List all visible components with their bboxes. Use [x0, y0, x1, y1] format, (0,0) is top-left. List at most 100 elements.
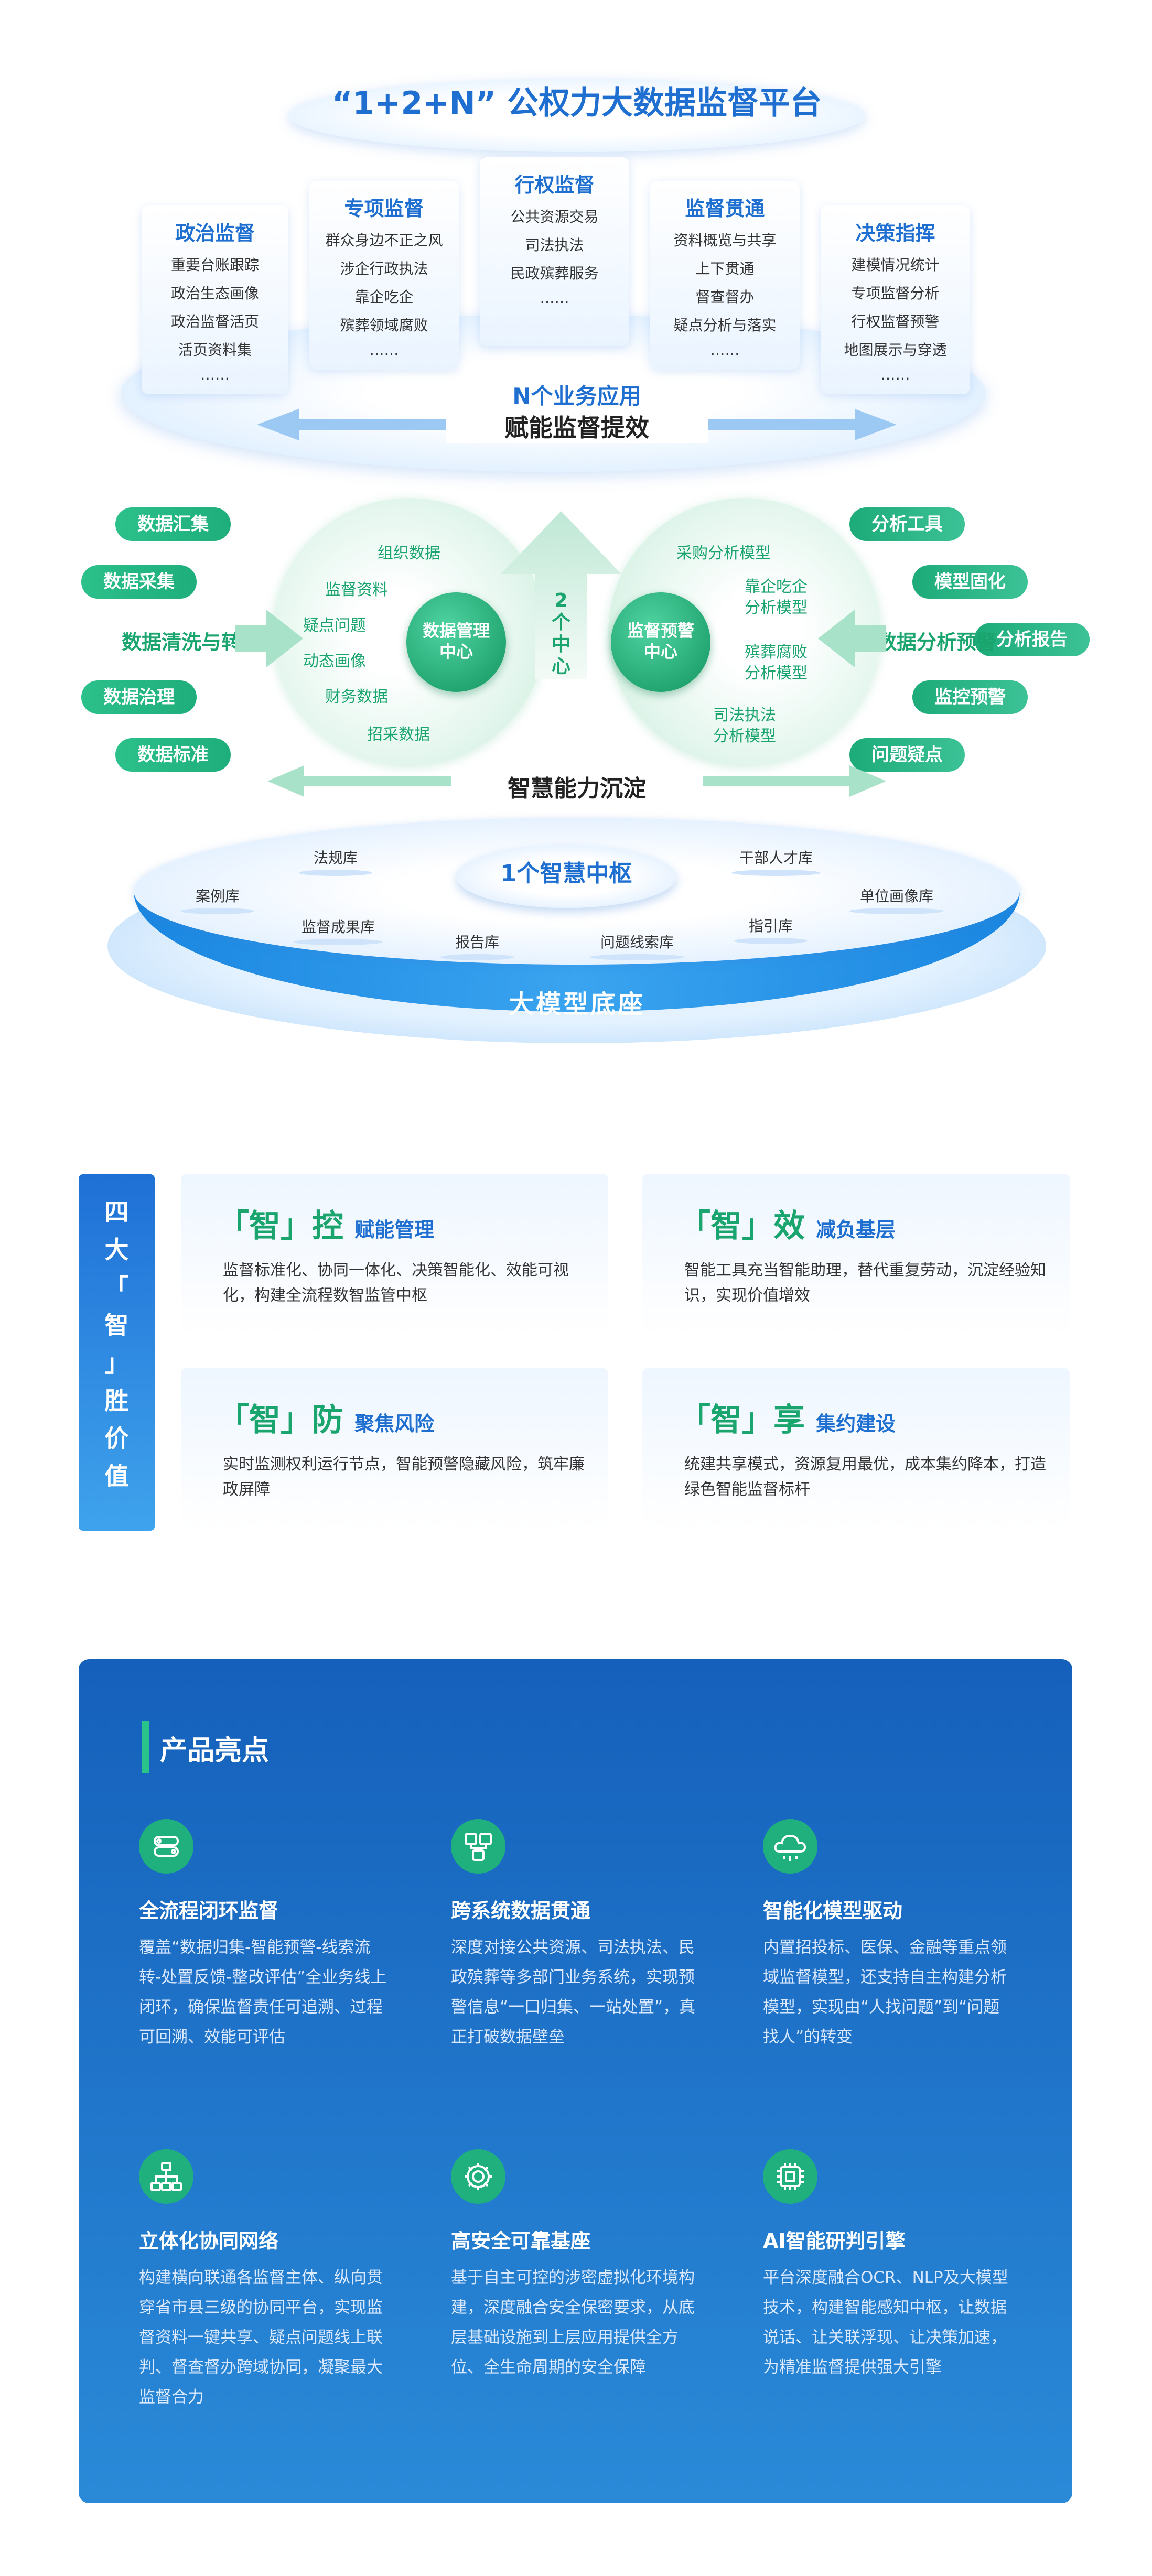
- card-item: ……: [369, 341, 399, 359]
- value-sub: 减负基层: [816, 1218, 896, 1241]
- right-circle-item: 殡葬腐败 分析模型: [745, 643, 808, 683]
- card-item: 督查督办: [695, 288, 755, 306]
- highlight-item: AI智能研判引擎 平台深度融合OCR、NLP及大模型技术，构建智能感知中枢，让数…: [763, 2149, 1025, 2383]
- highlight-title: 跨系统数据贯通: [451, 1899, 591, 1922]
- library: 报告库: [435, 931, 519, 960]
- value-head: 「智」控: [218, 1208, 343, 1244]
- chip-icon: [763, 2149, 817, 2204]
- left-circle-item: 动态画像: [303, 652, 366, 670]
- network-icon: [451, 1819, 505, 1874]
- card-item: 政治生态画像: [170, 285, 259, 302]
- card-title: 行权监督: [514, 174, 595, 197]
- right-circle-item: 采购分析模型: [676, 544, 771, 562]
- highlight-title: 立体化协同网络: [139, 2229, 279, 2253]
- card-item: 地图展示与穿透: [844, 341, 947, 359]
- highlights-accent-bar: [142, 1721, 149, 1773]
- highlights-title: 产品亮点: [160, 1735, 270, 1767]
- value-head: 「智」防: [218, 1402, 343, 1438]
- right-circle-item: 靠企吃企 分析模型: [745, 578, 808, 617]
- up-arrow: [501, 511, 621, 679]
- card-power: 行权监督 公共资源交易 司法执法 民政殡葬服务 ……: [480, 157, 629, 346]
- highlight-item: 高安全可靠基座 基于自主可控的涉密虚拟化环境构建，深度融合安全保密要求，从底层基…: [451, 2149, 713, 2383]
- library: 监督成果库: [286, 916, 391, 945]
- card-item: 疑点分析与落实: [673, 317, 777, 334]
- card-title: 监督贯通: [685, 197, 765, 220]
- org-chart-icon: [139, 2149, 193, 2204]
- data-analysis-label: 数据分析预警: [877, 631, 997, 654]
- highlight-desc: 基于自主可控的涉密虚拟化环境构建，深度融合安全保密要求，从底层基础设施到上层应用…: [451, 2268, 695, 2377]
- value-card-efficiency: 「智」效 减负基层 智能工具充当智能助理，替代重复劳动，沉淀经验知识，实现价值增…: [642, 1174, 1070, 1337]
- library: 案例库: [178, 885, 257, 914]
- card-item: 公共资源交易: [510, 208, 599, 225]
- highlight-title: 智能化模型驱动: [763, 1899, 903, 1922]
- highlight-item: 全流程闭环监督 覆盖“数据归集-智能预警-线索流转-处置反馈-整改评估”全业务线…: [139, 1819, 401, 2052]
- highlights-panel: 产品亮点 全流程闭环监督 覆盖“数据归集-智能预警-线索流转-处置反馈-整改评估…: [79, 1659, 1072, 2503]
- card-item: 活页资料集: [178, 341, 252, 359]
- n-apps-label: N个业务应用: [512, 383, 641, 409]
- left-circle-item: 招采数据: [367, 726, 430, 744]
- value-desc: 实时监测权利运行节点，智能预警隐藏风险，筑牢廉政屏障: [223, 1455, 585, 1499]
- two-centers-label: 2 个 中 心: [551, 590, 570, 677]
- cloud-icon: [763, 1819, 817, 1874]
- left-pill: 数据汇集: [115, 507, 231, 541]
- base-label: 大模型底座: [508, 990, 645, 1019]
- left-circle-item: 疑点问题: [303, 616, 366, 635]
- value-desc: 监督标准化、协同一体化、决策智能化、效能可视化，构建全流程数智监管中枢: [223, 1261, 569, 1305]
- left-circle-item: 监督资料: [325, 581, 388, 599]
- card-title: 决策指挥: [855, 222, 935, 245]
- four-values-section: 四 大 「 智 」 胜 价 值 「智」控 赋能管理 监督标准化、协同一体化、决策…: [0, 1169, 1152, 1536]
- left-pill: 数据采集: [81, 565, 197, 599]
- card-item: ……: [200, 366, 230, 383]
- card-special: 专项监督 群众身边不正之风 涉企行政执法 靠企吃企 殡葬领域腐败 ……: [309, 181, 459, 370]
- card-item: 上下贯通: [695, 260, 755, 277]
- left-circle-item: 财务数据: [325, 688, 388, 706]
- highlight-title: AI智能研判引擎: [763, 2229, 906, 2253]
- card-item: 专项监督分析: [851, 285, 940, 302]
- value-sub: 聚焦风险: [354, 1412, 435, 1435]
- platform-title: “1+2+N” 公权力大数据监督平台: [331, 85, 822, 122]
- right-pill: 分析工具: [849, 507, 965, 541]
- value-desc: 统建共享模式，资源复用最优，成本集约降本，打造绿色智能监督标杆: [684, 1455, 1046, 1499]
- data-management-center: 数据管理 中心: [406, 592, 506, 692]
- card-item: ……: [710, 341, 740, 359]
- gear-icon: [451, 2149, 505, 2204]
- highlight-item: 跨系统数据贯通 深度对接公共资源、司法执法、民政殡葬等多部门业务系统，实现预警信…: [451, 1819, 713, 2052]
- left-circle-item: 组织数据: [378, 544, 440, 562]
- card-item: 靠企吃企: [354, 288, 414, 306]
- architecture-diagram: “1+2+N” 公权力大数据监督平台 政治监督 重要台账跟踪 政治生态画像 政治…: [0, 0, 1152, 1048]
- card-item: 群众身边不正之风: [325, 232, 443, 249]
- value-card-prevention: 「智」防 聚焦风险 实时监测权利运行节点，智能预警隐藏风险，筑牢廉政屏障: [181, 1368, 608, 1531]
- library: 指引库: [729, 915, 813, 944]
- value-card-sharing: 「智」享 集约建设 统建共享模式，资源复用最优，成本集约降本，打造绿色智能监督标…: [642, 1368, 1070, 1531]
- left-arrow: [235, 610, 303, 667]
- highlight-item: 立体化协同网络 构建横向联通各监督主体、纵向贯穿省市县三级的协同平台，实现监督资…: [139, 2149, 401, 2412]
- card-item: 殡葬领域腐败: [340, 317, 428, 334]
- values-side-banner: 四 大 「 智 」 胜 价 值: [79, 1174, 155, 1531]
- value-sub: 集约建设: [816, 1412, 896, 1435]
- value-desc: 智能工具充当智能助理，替代重复劳动，沉淀经验知识，实现价值增效: [684, 1261, 1046, 1305]
- link-icon: [139, 1819, 193, 1874]
- highlight-desc: 深度对接公共资源、司法执法、民政殡葬等多部门业务系统，实现预警信息“一口归集、一…: [451, 1938, 696, 2047]
- value-head: 「智」享: [679, 1402, 805, 1438]
- card-decision: 决策指挥 建模情况统计 专项监督分析 行权监督预警 地图展示与穿透 ……: [821, 205, 970, 394]
- value-head: 「智」效: [679, 1208, 805, 1244]
- wisdom-label: 智慧能力沉淀: [451, 770, 703, 803]
- library: 单位画像库: [839, 885, 954, 914]
- highlight-title: 全流程闭环监督: [139, 1899, 279, 1922]
- card-title: 专项监督: [344, 197, 424, 220]
- library: 干部人才库: [724, 847, 828, 876]
- card-item: ……: [540, 289, 569, 307]
- card-item: 建模情况统计: [851, 256, 940, 274]
- card-connect: 监督贯通 资料概览与共享 上下贯通 督查督办 疑点分析与落实 ……: [650, 181, 800, 370]
- card-item: 涉企行政执法: [340, 260, 428, 277]
- highlight-desc: 构建横向联通各监督主体、纵向贯穿省市县三级的协同平台，实现监督资料一键共享、疑点…: [139, 2268, 383, 2407]
- highlight-item: 智能化模型驱动 内置招投标、医保、金融等重点领域监督模型，还支持自主构建分析模型…: [763, 1819, 1025, 2052]
- right-pill: 问题疑点: [849, 738, 965, 772]
- card-item: 行权监督预警: [851, 313, 940, 330]
- card-item: 民政殡葬服务: [510, 265, 599, 282]
- card-item: ……: [880, 366, 910, 383]
- card-item: 资料概览与共享: [673, 232, 777, 249]
- value-card-control: 「智」控 赋能管理 监督标准化、协同一体化、决策智能化、效能可视化，构建全流程数…: [181, 1174, 608, 1337]
- right-arrow: [818, 610, 886, 667]
- supervision-warning-center: 监督预警 中心: [611, 592, 710, 692]
